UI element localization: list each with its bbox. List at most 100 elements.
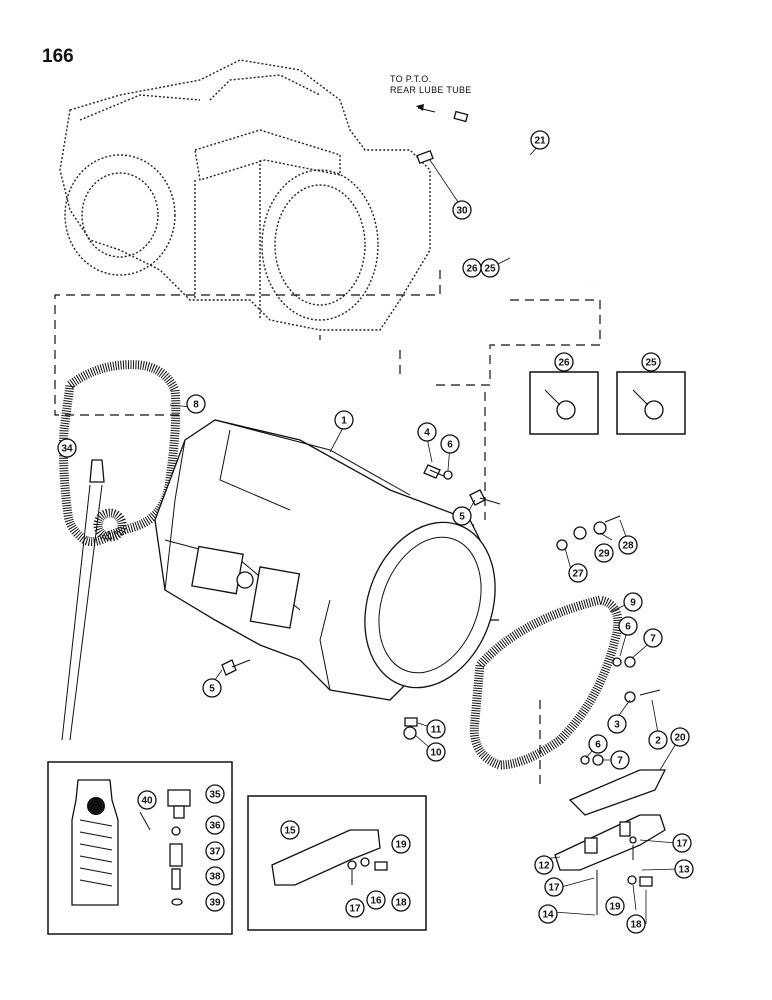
gasket-9	[469, 595, 623, 770]
callout-40: 40	[137, 790, 157, 810]
callout-label: 27	[572, 569, 584, 580]
detail-box-26	[529, 371, 599, 435]
callout-label: 29	[598, 549, 610, 560]
callout-9: 9	[623, 592, 643, 612]
callout-label: 2	[655, 736, 661, 747]
callout-label: 1	[341, 416, 347, 427]
callout-11: 11	[426, 719, 446, 739]
transmission-case	[154, 419, 496, 701]
callout-28: 28	[618, 535, 638, 555]
callout-label: 25	[484, 264, 496, 275]
callout-30: 30	[452, 200, 472, 220]
callout-25a: 25	[480, 258, 500, 278]
callout-label: 19	[609, 902, 621, 913]
callout-17b: 17	[544, 877, 564, 897]
callout-label: 26	[558, 358, 570, 369]
note-line-1: TO P.T.O.	[390, 74, 432, 84]
callout-17c: 17	[345, 898, 365, 918]
callout-10: 10	[426, 742, 446, 762]
callout-3: 3	[607, 714, 627, 734]
callout-37: 37	[205, 841, 225, 861]
callout-label: 25	[645, 358, 657, 369]
callout-15: 15	[280, 820, 300, 840]
callout-label: 19	[395, 840, 407, 851]
callout-18b: 18	[391, 892, 411, 912]
gasket-8	[59, 360, 181, 547]
callout-2: 2	[648, 730, 668, 750]
callout-label: 21	[534, 136, 546, 147]
callout-18a: 18	[626, 914, 646, 934]
callout-label: 20	[674, 733, 686, 744]
callout-label: 11	[431, 725, 442, 736]
rear-lube-tube-note: TO P.T.O. REAR LUBE TUBE	[390, 74, 472, 96]
callout-label: 18	[630, 920, 642, 931]
callout-6a: 6	[440, 434, 460, 454]
cover-12	[554, 814, 666, 871]
callout-20: 20	[670, 727, 690, 747]
callout-label: 3	[614, 720, 620, 731]
callout-5a: 5	[452, 506, 472, 526]
callout-39: 39	[205, 892, 225, 912]
callout-label: 9	[630, 598, 636, 609]
callout-26a: 26	[462, 258, 482, 278]
callout-6c: 6	[588, 734, 608, 754]
callout-label: 7	[650, 634, 656, 645]
callout-label: 7	[617, 756, 623, 767]
callout-1: 1	[334, 410, 354, 430]
callout-14: 14	[538, 904, 558, 924]
callout-19a: 19	[605, 896, 625, 916]
callout-label: 17	[349, 904, 361, 915]
callout-label: 18	[395, 898, 407, 909]
callout-21: 21	[530, 130, 550, 150]
callout-label: 34	[61, 444, 73, 455]
callout-29: 29	[594, 543, 614, 563]
callout-label: 6	[595, 740, 601, 751]
callout-7b: 7	[610, 750, 630, 770]
detail-box-relief-valve	[47, 761, 233, 935]
callout-35: 35	[205, 784, 225, 804]
callout-13: 13	[674, 859, 694, 879]
fasteners	[221, 464, 661, 915]
cover-plate-20	[568, 769, 667, 816]
callout-5b: 5	[202, 678, 222, 698]
callout-6b: 6	[618, 616, 638, 636]
callout-27: 27	[568, 563, 588, 583]
callout-label: 30	[456, 206, 468, 217]
callout-label: 40	[141, 796, 153, 807]
callout-label: 5	[459, 512, 465, 523]
fitting-34	[89, 459, 105, 483]
callout-26b: 26	[554, 352, 574, 372]
callout-38: 38	[205, 866, 225, 886]
callout-label: 15	[284, 826, 296, 837]
callout-label: 37	[209, 847, 221, 858]
callout-label: 13	[678, 865, 690, 876]
callout-4: 4	[417, 422, 437, 442]
callout-label: 16	[370, 896, 382, 907]
callout-label: 5	[209, 684, 215, 695]
lube-tube	[416, 104, 596, 286]
callout-7a: 7	[643, 628, 663, 648]
callout-label: 38	[209, 872, 221, 883]
detail-box-25	[616, 371, 686, 435]
callout-34: 34	[57, 438, 77, 458]
callout-label: 6	[625, 622, 631, 633]
callout-label: 4	[424, 428, 430, 439]
callout-label: 39	[209, 898, 221, 909]
callout-8: 8	[186, 394, 206, 414]
callout-17a: 17	[672, 833, 692, 853]
transmission-housing-phantom	[59, 59, 431, 331]
callout-16: 16	[366, 890, 386, 910]
callout-25b: 25	[641, 352, 661, 372]
callout-label: 14	[542, 910, 554, 921]
callout-label: 26	[466, 264, 478, 275]
callout-36: 36	[205, 815, 225, 835]
callout-label: 8	[193, 400, 199, 411]
note-line-2: REAR LUBE TUBE	[390, 85, 472, 95]
callout-label: 17	[676, 839, 688, 850]
callout-19b: 19	[391, 834, 411, 854]
callout-label: 6	[447, 440, 453, 451]
callout-label: 36	[209, 821, 221, 832]
callout-label: 17	[548, 883, 560, 894]
callout-label: 35	[209, 790, 221, 801]
